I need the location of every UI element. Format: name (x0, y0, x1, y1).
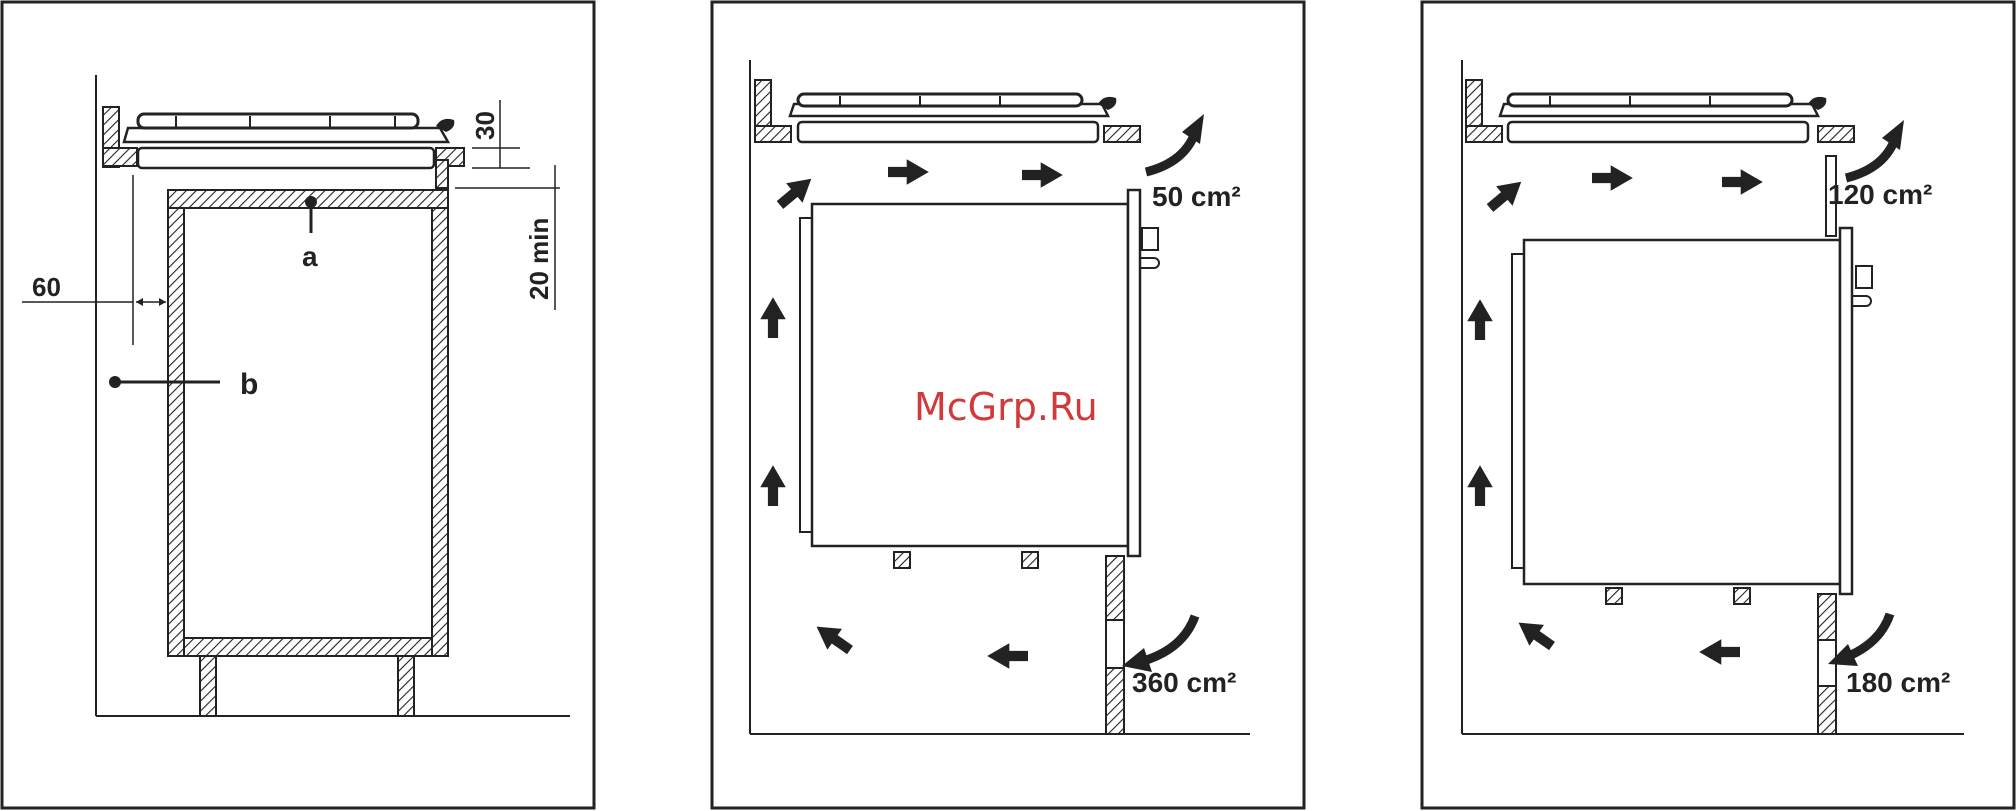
worktop-left (103, 148, 137, 166)
hob (1500, 94, 1826, 142)
plinth-lower (1106, 668, 1124, 734)
dim-20min-label: 20 min (524, 218, 554, 300)
panel-1-cabinet-dimensions: 30 20 min 60 a b (2, 2, 594, 808)
vent-top-area-label: 50 cm² (1152, 181, 1241, 212)
arrow-icon (1467, 299, 1493, 340)
oven-support (1022, 552, 1038, 568)
worktop-right (1104, 126, 1140, 142)
plinth-lower (1818, 686, 1836, 734)
arrow-icon (1482, 172, 1530, 218)
worktop-left (1466, 126, 1502, 142)
oven-support (894, 552, 910, 568)
oven-support (1734, 588, 1750, 604)
hob (124, 114, 454, 168)
panel-3-ventilation-180: 120 cm² 180 cm² (1422, 2, 2014, 808)
arrow-icon (1511, 612, 1559, 656)
arrow-icon (1592, 165, 1633, 191)
dim-30-label: 30 (470, 111, 500, 140)
vent-bottom-area-label: 360 cm² (1132, 667, 1236, 698)
oven (800, 190, 1159, 568)
arrow-icon (1722, 169, 1763, 195)
arrow-icon (760, 297, 786, 338)
dim-60-label: 60 (32, 272, 61, 302)
arrow-icon (888, 159, 929, 185)
plinth-upper (1106, 556, 1124, 620)
oven (1512, 228, 1872, 604)
arrow-icon (1467, 465, 1493, 506)
arrow-icon (987, 643, 1028, 669)
cabinet-left-side (168, 208, 184, 656)
worktop-right-post (436, 160, 448, 188)
cabinet-leg-right (398, 656, 414, 716)
plinth-upper (1818, 594, 1836, 640)
worktop-left (755, 126, 791, 142)
arrow-icon (760, 465, 786, 506)
arrow-icon (809, 616, 857, 660)
cabinet-right-side (432, 208, 448, 656)
watermark-text: McGrp.Ru (914, 385, 1098, 429)
hob (790, 94, 1116, 142)
vent-top-area-label: 120 cm² (1828, 179, 1932, 210)
vent-bottom-area-label: 180 cm² (1846, 667, 1950, 698)
oven-knob-icon (1856, 266, 1872, 288)
cabinet-bottom-board (184, 638, 432, 656)
callout-b-label: b (240, 368, 258, 401)
arrow-icon (1699, 639, 1740, 665)
oven-knob-icon (1142, 228, 1158, 250)
cabinet-leg-left (200, 656, 216, 716)
oven-support (1606, 588, 1622, 604)
arrow-icon (1022, 162, 1063, 188)
callout-a-label: a (302, 241, 318, 272)
worktop-right (1818, 126, 1854, 142)
